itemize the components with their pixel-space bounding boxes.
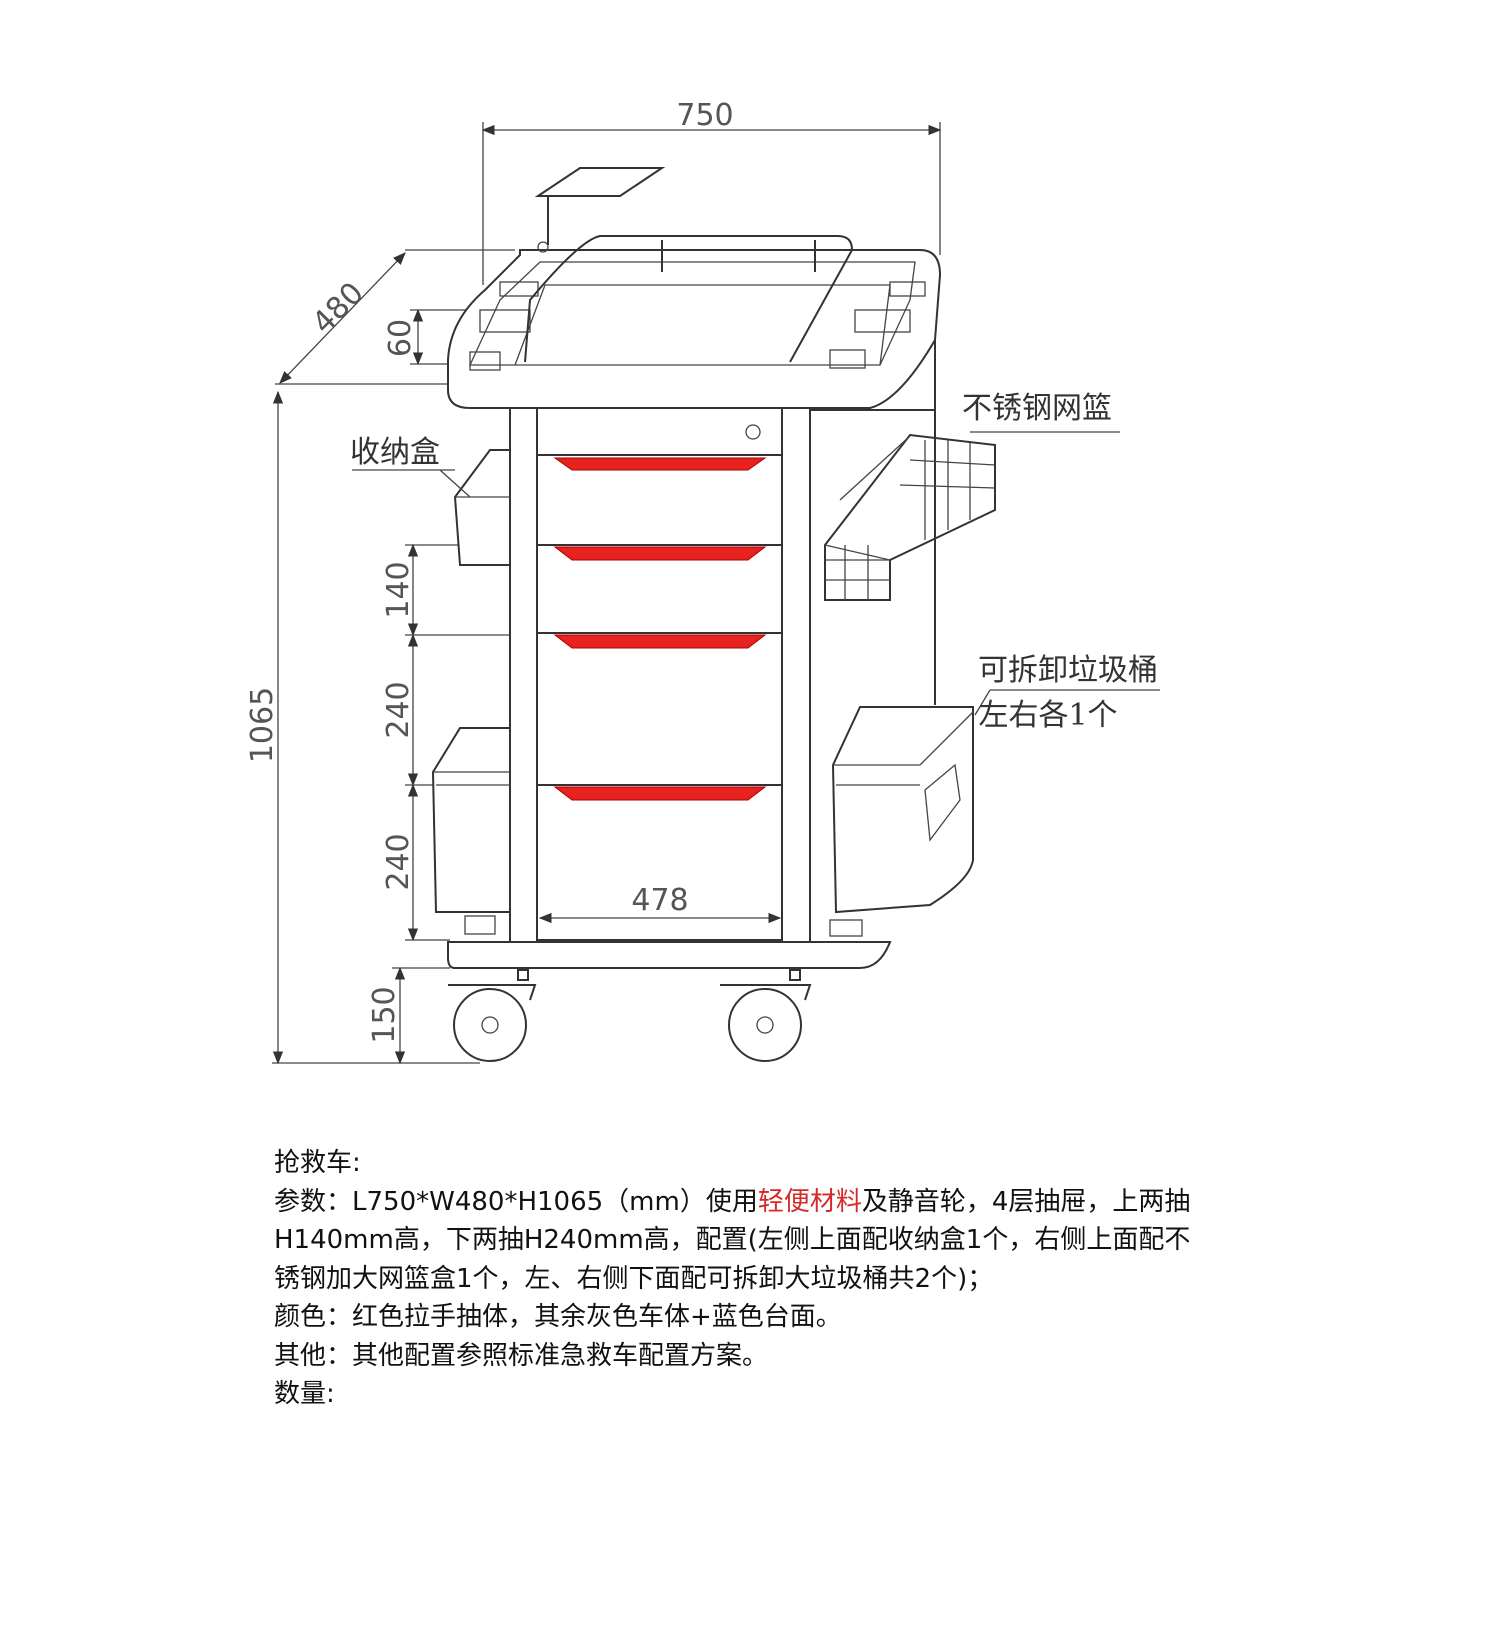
svg-text:240: 240: [381, 681, 416, 738]
spec-line-2: H140mm高，下两抽H240mm高，配置(左侧上面配收纳盒1个，右侧上面配不: [274, 1225, 1191, 1255]
drawer-3[interactable]: [537, 632, 782, 649]
wheel-right: [720, 969, 812, 1062]
spec-description: 抢救车: 参数：L750*W480*H1065（mm）使用轻便材料及静音轮，4层…: [274, 1144, 1254, 1414]
dimension-length: 750: [481, 98, 942, 285]
trash-bin-left: [431, 727, 511, 913]
spec-line-quantity: 数量:: [274, 1379, 335, 1409]
svg-text:480: 480: [306, 276, 371, 341]
label-trash-bin: 可拆卸垃圾桶: [978, 653, 1158, 688]
svg-text:478: 478: [631, 883, 688, 918]
dimension-wheel-height: 150: [367, 966, 450, 1065]
spec-line-params: 参数：L750*W480*H1065（mm）使用轻便材料及静音轮，4层抽屉，上两…: [274, 1186, 1191, 1217]
highlight-material: 轻便材料: [757, 1186, 862, 1217]
top-tray: [447, 167, 942, 409]
wheel-left: [448, 969, 537, 1062]
spec-title: 抢救车:: [274, 1148, 361, 1178]
drawer-4[interactable]: [537, 784, 782, 801]
cart-base: [447, 915, 892, 969]
svg-text:150: 150: [367, 986, 402, 1043]
svg-text:750: 750: [676, 98, 733, 133]
dimension-inner-width: 478: [538, 883, 782, 924]
svg-text:1065: 1065: [245, 687, 280, 763]
cart-body: [509, 300, 936, 946]
steel-basket: 不锈钢网篮: [824, 391, 1120, 601]
svg-text:60: 60: [383, 319, 418, 357]
spec-line-3: 锈钢加大网篮盒1个，左、右侧下面配可拆卸大垃圾桶共2个)；: [274, 1263, 994, 1294]
drawer-2[interactable]: [537, 544, 782, 561]
svg-text:240: 240: [381, 833, 416, 890]
label-steel-basket: 不锈钢网篮: [962, 391, 1112, 426]
spec-line-other: 其他：其他配置参照标准急救车配置方案。: [274, 1340, 769, 1371]
label-trash-bin-count: 左右各1个: [978, 698, 1117, 733]
svg-text:140: 140: [381, 561, 416, 618]
spec-line-color: 颜色：红色拉手抽体，其余灰色车体+蓝色台面。: [274, 1302, 842, 1332]
dimension-total-height: 1065: [245, 390, 480, 1065]
trash-bin-right: 可拆卸垃圾桶 左右各1个: [831, 653, 1160, 914]
label-storage-box: 收纳盒: [350, 435, 440, 470]
storage-box: 收纳盒: [350, 435, 511, 566]
drawer-1[interactable]: [537, 454, 782, 471]
